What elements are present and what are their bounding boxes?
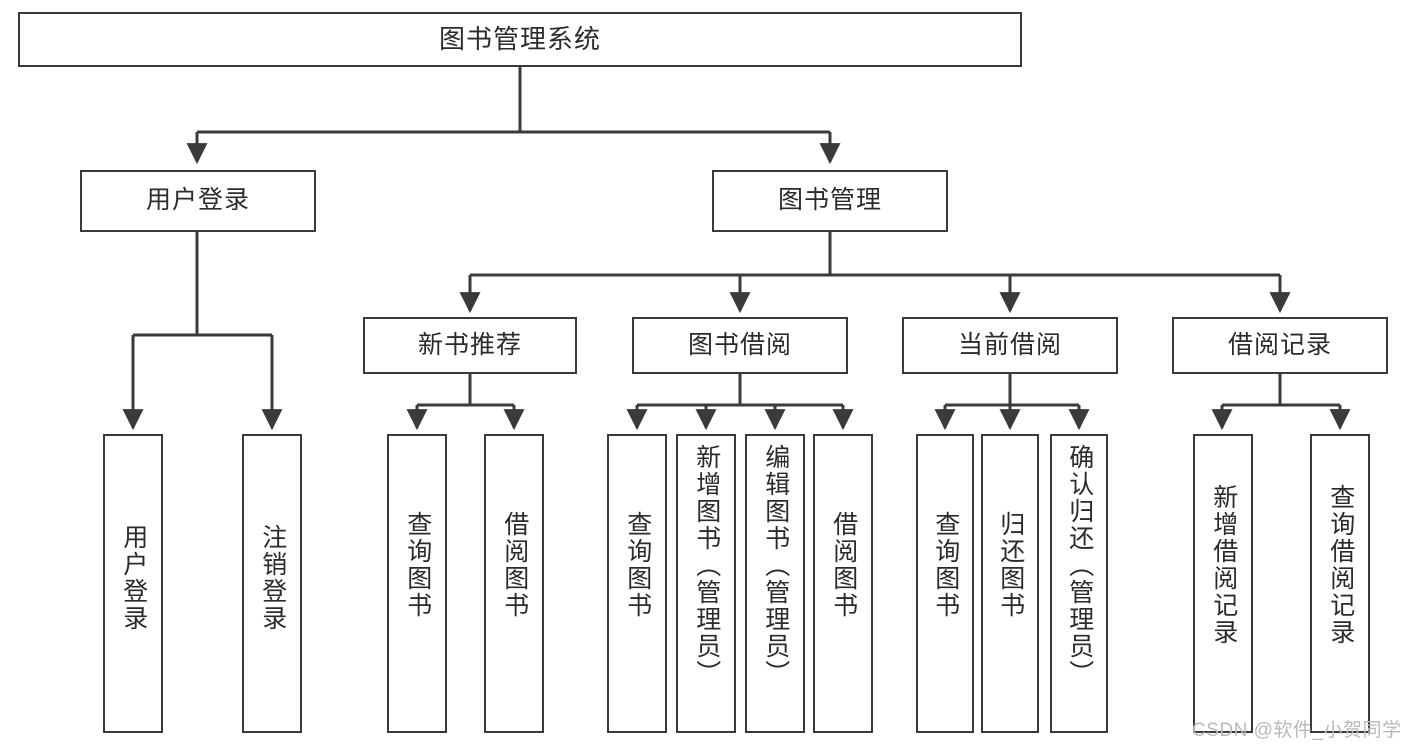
leaf-label: 用户登录 — [119, 524, 148, 632]
leaf-logout[interactable]: 注销登录 — [242, 434, 302, 733]
leaf-query-book-recommend[interactable]: 查询图书 — [387, 434, 447, 733]
node-label: 图书管理 — [777, 186, 882, 215]
leaf-query-borrow-record[interactable]: 查询借阅记录 — [1310, 434, 1370, 733]
leaf-query-book-borrow[interactable]: 查询图书 — [607, 434, 667, 733]
leaf-borrow-book[interactable]: 借阅图书 — [813, 434, 873, 733]
leaf-label: 查询借阅记录 — [1326, 484, 1355, 646]
leaf-label: 编辑图书（管理员） — [761, 444, 790, 687]
leaf-confirm-return-admin[interactable]: 确认归还（管理员） — [1050, 434, 1108, 733]
node-book-borrow[interactable]: 图书借阅 — [632, 317, 848, 374]
leaf-query-book-current[interactable]: 查询图书 — [916, 434, 974, 733]
leaf-borrow-book-recommend[interactable]: 借阅图书 — [484, 434, 544, 733]
leaf-label: 查询图书 — [623, 511, 652, 619]
node-label: 用户登录 — [145, 186, 250, 215]
leaf-label: 查询图书 — [931, 511, 960, 619]
leaf-user-login[interactable]: 用户登录 — [103, 434, 163, 733]
node-borrow-record[interactable]: 借阅记录 — [1172, 317, 1388, 374]
node-label: 借阅记录 — [1227, 330, 1332, 359]
node-label: 图书管理系统 — [438, 24, 601, 55]
leaf-add-book-admin[interactable]: 新增图书（管理员） — [676, 434, 736, 733]
node-book-management[interactable]: 图书管理 — [712, 170, 948, 232]
leaf-edit-book-admin[interactable]: 编辑图书（管理员） — [745, 434, 805, 733]
leaf-label: 新增借阅记录 — [1209, 484, 1238, 646]
node-book-management-system[interactable]: 图书管理系统 — [18, 12, 1022, 67]
node-label: 新书推荐 — [417, 330, 522, 359]
leaf-label: 借阅图书 — [829, 511, 858, 619]
watermark-text: CSDN @软件_小贺同学 — [1192, 720, 1402, 741]
leaf-label: 注销登录 — [258, 524, 287, 632]
leaf-return-book[interactable]: 归还图书 — [981, 434, 1039, 733]
leaf-add-borrow-record[interactable]: 新增借阅记录 — [1193, 434, 1253, 733]
node-new-book-recommend[interactable]: 新书推荐 — [363, 317, 577, 374]
leaf-label: 借阅图书 — [500, 511, 529, 619]
leaf-label: 查询图书 — [403, 511, 432, 619]
node-label: 图书借阅 — [687, 330, 792, 359]
node-label: 当前借阅 — [957, 330, 1062, 359]
node-user-login[interactable]: 用户登录 — [80, 170, 316, 232]
leaf-label: 归还图书 — [996, 511, 1025, 619]
leaf-label: 确认归还（管理员） — [1065, 444, 1094, 687]
leaf-label: 新增图书（管理员） — [692, 444, 721, 687]
node-current-borrow[interactable]: 当前借阅 — [902, 317, 1118, 374]
